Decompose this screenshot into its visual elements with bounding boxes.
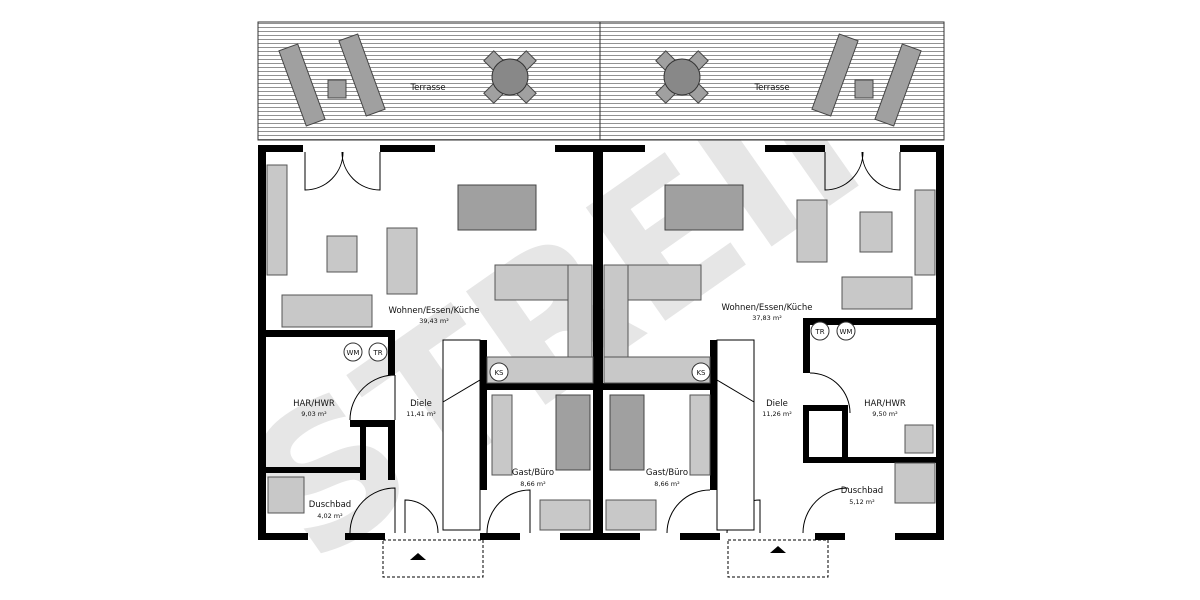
room-guest-right: Gast/Büro 8,66 m²: [646, 468, 688, 488]
fridge-icon: KS: [691, 362, 711, 382]
furniture-left: [266, 164, 594, 531]
svg-text:HAR/HWR: HAR/HWR: [293, 399, 335, 409]
svg-text:5,12 m²: 5,12 m²: [849, 498, 875, 506]
washer-icon: WM: [836, 321, 856, 341]
room-utility-right: HAR/HWR 9,50 m²: [864, 399, 906, 418]
svg-text:WM: WM: [840, 328, 853, 336]
walls: [258, 145, 944, 540]
round-table-icon: [483, 50, 537, 104]
svg-text:KS: KS: [494, 369, 504, 377]
svg-text:WM: WM: [347, 349, 360, 357]
svg-text:Diele: Diele: [766, 399, 788, 409]
svg-text:9,03 m²: 9,03 m²: [301, 410, 327, 418]
room-utility-left: HAR/HWR 9,03 m²: [293, 399, 335, 418]
svg-text:11,26 m²: 11,26 m²: [762, 410, 792, 418]
svg-text:KS: KS: [696, 369, 706, 377]
svg-text:Gast/Büro: Gast/Büro: [512, 468, 554, 478]
terrace-right: Terrasse: [599, 21, 945, 141]
room-bath-left: Duschbad 4,02 m²: [309, 500, 351, 520]
terrace-label: Terrasse: [409, 83, 445, 93]
entrance-arrow-icon: [770, 546, 786, 553]
svg-text:4,02 m²: 4,02 m²: [317, 512, 343, 520]
sun-lounger-icon: [278, 33, 386, 127]
stairs-right: [716, 339, 755, 531]
stairs-left: [442, 339, 481, 531]
room-hall-right: Diele 11,26 m²: [762, 399, 792, 418]
svg-text:11,41 m²: 11,41 m²: [406, 410, 436, 418]
room-living-left: Wohnen/Essen/Küche 39,43 m²: [389, 306, 480, 325]
svg-text:TR: TR: [372, 349, 382, 357]
terrace-left: Terrasse: [257, 21, 601, 141]
washer-icon: WM: [343, 342, 363, 362]
entrance-porch-left: [382, 539, 484, 578]
entrance-porch-right: [727, 539, 829, 578]
sun-lounger-icon: [811, 33, 922, 127]
svg-text:Diele: Diele: [410, 399, 432, 409]
room-living-right: Wohnen/Essen/Küche 37,83 m²: [722, 303, 813, 322]
round-table-icon: [655, 50, 709, 104]
svg-text:Duschbad: Duschbad: [309, 500, 351, 510]
svg-text:HAR/HWR: HAR/HWR: [864, 399, 906, 409]
dryer-icon: TR: [368, 342, 388, 362]
svg-text:8,66 m²: 8,66 m²: [520, 480, 546, 488]
room-bath-right: Duschbad 5,12 m²: [841, 486, 883, 506]
dryer-icon: TR: [810, 321, 830, 341]
svg-text:9,50 m²: 9,50 m²: [872, 410, 898, 418]
svg-text:39,43 m²: 39,43 m²: [419, 317, 449, 325]
furniture-right: [603, 184, 936, 531]
room-guest-left: Gast/Büro 8,66 m²: [512, 468, 554, 488]
fridge-icon: KS: [489, 362, 509, 382]
svg-text:Wohnen/Essen/Küche: Wohnen/Essen/Küche: [389, 306, 480, 316]
svg-text:Duschbad: Duschbad: [841, 486, 883, 496]
room-hall-left: Diele 11,41 m²: [406, 399, 436, 418]
svg-text:37,83 m²: 37,83 m²: [752, 314, 782, 322]
svg-text:Wohnen/Essen/Küche: Wohnen/Essen/Küche: [722, 303, 813, 313]
svg-text:TR: TR: [814, 328, 824, 336]
entrance-arrow-icon: [410, 553, 426, 560]
svg-text:8,66 m²: 8,66 m²: [654, 480, 680, 488]
terrace-label: Terrasse: [753, 83, 789, 93]
svg-text:Gast/Büro: Gast/Büro: [646, 468, 688, 478]
